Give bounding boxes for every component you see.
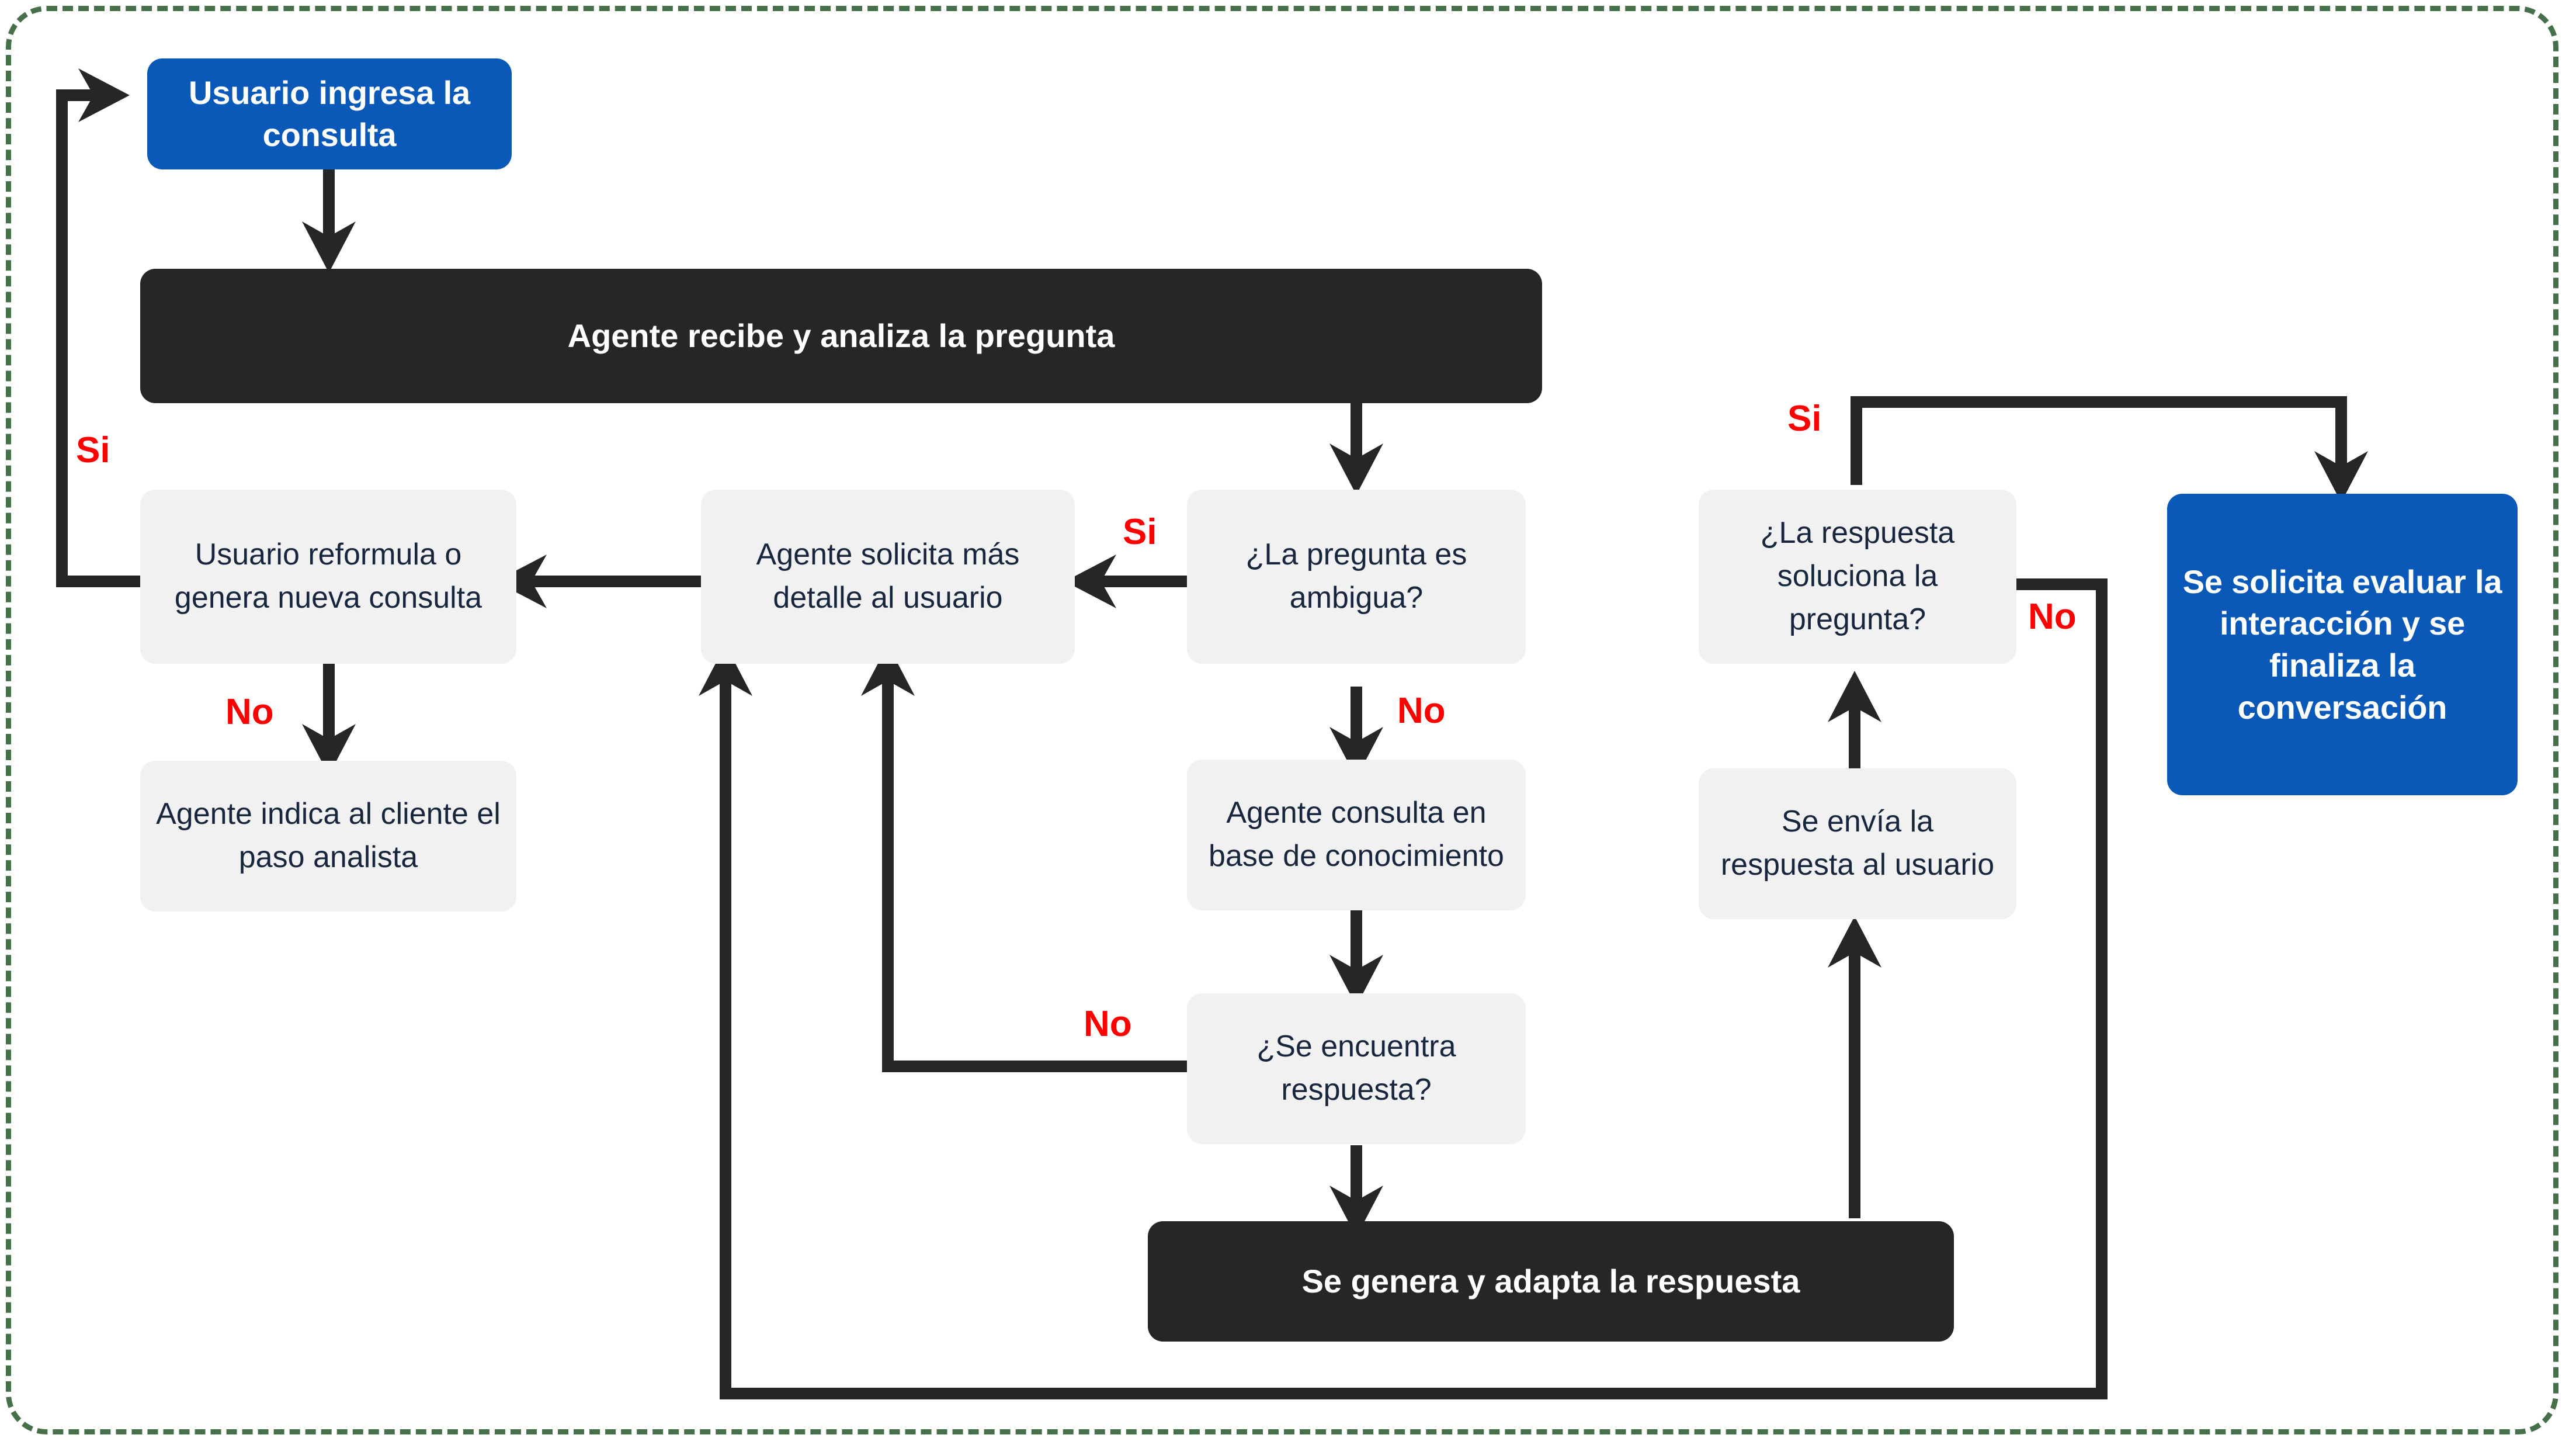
- node-label: ¿La pregunta es ambigua?: [1245, 538, 1467, 615]
- node-label: Agente solicita más detalle al usuario: [756, 538, 1020, 615]
- node-label: Usuario reformula o genera nueva consult…: [174, 538, 482, 615]
- node-label: Se genera y adapta la respuesta: [1301, 1263, 1800, 1299]
- edge-encuentra-no-to-solicita: [861, 644, 1187, 1072]
- node-agente-recibe-analiza[interactable]: Agente recibe y analiza la pregunta: [140, 269, 1542, 403]
- node-label: ¿Se encuentra respuesta?: [1256, 1030, 1456, 1107]
- node-se-solicita-evaluar[interactable]: Se solicita evaluar la interacción y se …: [2167, 494, 2518, 795]
- edge-label-no-soluciona: No: [2028, 597, 2077, 637]
- node-label: Agente recibe y analiza la pregunta: [567, 317, 1115, 354]
- edge-label-no-encuentra: No: [1084, 1004, 1132, 1044]
- node-label: Se envía la respuesta al usuario: [1720, 805, 1995, 882]
- node-se-encuentra-respuesta[interactable]: ¿Se encuentra respuesta?: [1187, 993, 1526, 1144]
- node-usuario-ingresa-consulta[interactable]: Usuario ingresa la consulta: [147, 58, 512, 169]
- node-usuario-reformula[interactable]: Usuario reformula o genera nueva consult…: [140, 490, 516, 664]
- edge-label-si-ambigua: Si: [1123, 512, 1157, 552]
- edge-label-no-ambigua: No: [1397, 691, 1446, 731]
- edge-label-si-soluciona: Si: [1787, 398, 1822, 439]
- node-label: Agente consulta en base de conocimiento: [1209, 796, 1504, 873]
- edge-soluciona-si-to-final: [1851, 396, 2368, 503]
- node-se-envia-respuesta[interactable]: Se envía la respuesta al usuario: [1699, 768, 2016, 919]
- node-label: Agente indica al cliente el paso analist…: [156, 797, 501, 874]
- node-agente-solicita-detalle[interactable]: Agente solicita más detalle al usuario: [701, 490, 1075, 664]
- node-pregunta-ambigua[interactable]: ¿La pregunta es ambigua?: [1187, 490, 1526, 664]
- node-agente-consulta-base[interactable]: Agente consulta en base de conocimiento: [1187, 760, 1526, 910]
- node-label: ¿La respuesta soluciona la pregunta?: [1760, 516, 1955, 636]
- edge-label-no-reformula: No: [225, 692, 274, 732]
- node-se-genera-adapta[interactable]: Se genera y adapta la respuesta: [1148, 1221, 1954, 1342]
- node-respuesta-soluciona[interactable]: ¿La respuesta soluciona la pregunta?: [1699, 490, 2016, 664]
- edge-label-si-reformula: Si: [76, 430, 110, 470]
- node-label: Usuario ingresa la consulta: [189, 74, 470, 153]
- node-label: Se solicita evaluar la interacción y se …: [2182, 563, 2502, 726]
- node-agente-indica-analista[interactable]: Agente indica al cliente el paso analist…: [140, 761, 516, 912]
- edge-soluciona-no-loop: [699, 578, 2108, 1399]
- edge-si-reformula-to-ingresa: [56, 68, 140, 587]
